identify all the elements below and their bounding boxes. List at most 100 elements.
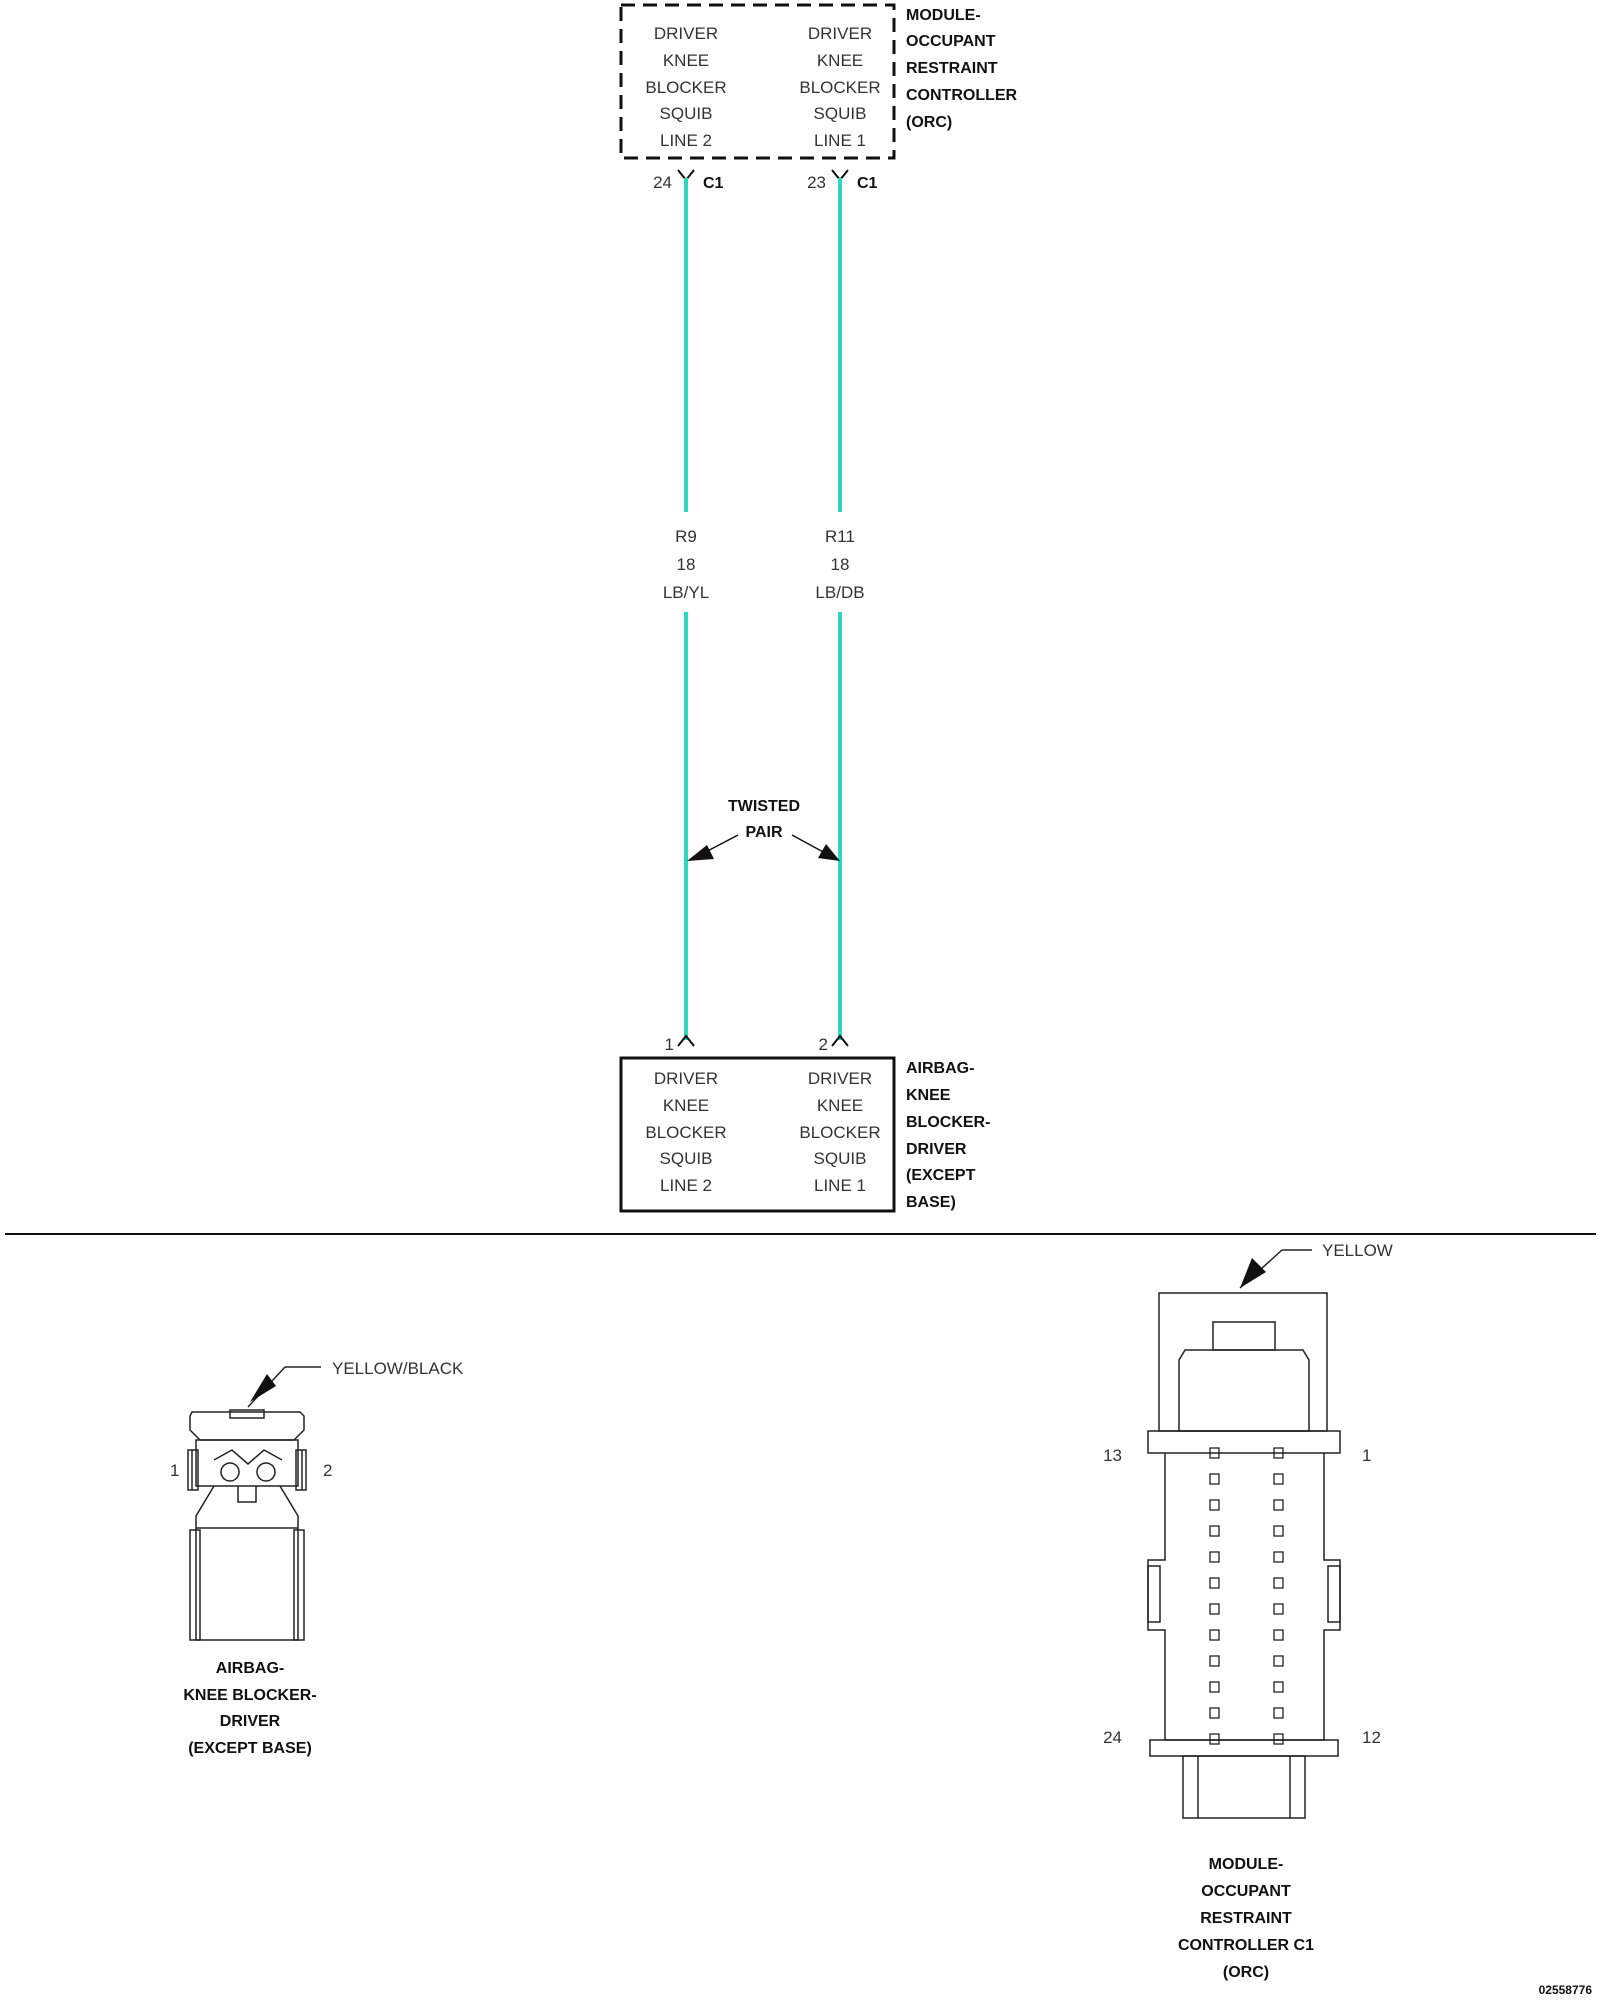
pin-cavity	[1273, 1551, 1284, 1563]
pin-cavity	[1273, 1603, 1284, 1615]
airbag-module-box	[619, 1056, 896, 1213]
svg-text:MODULE-: MODULE-	[906, 7, 981, 24]
svg-text:(ORC): (ORC)	[1223, 1964, 1269, 1981]
orc-connector-c1-right: C1	[857, 175, 878, 192]
figure-id: 02558776	[1539, 1983, 1593, 1997]
svg-text:BLOCKER: BLOCKER	[799, 1123, 880, 1142]
svg-text:DRIVER: DRIVER	[220, 1713, 281, 1730]
airbag-pin-left-label: DRIVER KNEE BLOCKER SQUIB LINE 2	[645, 1069, 726, 1195]
svg-text:DRIVER: DRIVER	[808, 1069, 872, 1088]
orc-connector-c1-left: C1	[703, 175, 724, 192]
orc-c1-connector-color: YELLOW	[1322, 1241, 1393, 1260]
svg-text:SQUIB: SQUIB	[814, 1149, 867, 1168]
svg-text:CONTROLLER: CONTROLLER	[906, 87, 1018, 104]
orc-c1-connector-drawing	[1147, 1249, 1341, 1819]
airbag-connector-drawing	[187, 1366, 321, 1641]
svg-text:TWISTED: TWISTED	[728, 798, 800, 815]
svg-text:18: 18	[831, 555, 850, 574]
svg-text:KNEE: KNEE	[817, 51, 863, 70]
svg-text:KNEE: KNEE	[817, 1096, 863, 1115]
svg-text:DRIVER: DRIVER	[654, 24, 718, 43]
svg-text:LINE 2: LINE 2	[660, 1176, 712, 1195]
svg-text:(EXCEPT BASE): (EXCEPT BASE)	[188, 1740, 312, 1757]
svg-text:(EXCEPT: (EXCEPT	[906, 1167, 976, 1184]
orc-cavity-23: 23	[807, 173, 826, 192]
pin-cavity	[1209, 1655, 1220, 1667]
svg-text:BLOCKER-: BLOCKER-	[906, 1114, 990, 1131]
airbag-connector-color: YELLOW/BLACK	[332, 1359, 464, 1378]
svg-text:KNEE: KNEE	[663, 51, 709, 70]
svg-text:RESTRAINT: RESTRAINT	[906, 60, 998, 77]
pin-cavity	[1273, 1473, 1284, 1485]
airbag-connector-pin-1: 1	[170, 1461, 179, 1480]
svg-text:(ORC): (ORC)	[906, 114, 952, 131]
svg-text:LB/YL: LB/YL	[663, 583, 709, 602]
pin-cavity	[1209, 1603, 1220, 1615]
orc-c1-pin-13: 13	[1103, 1446, 1122, 1465]
pin-cavity	[1273, 1733, 1284, 1745]
orc-c1-connector-caption: MODULE- OCCUPANT RESTRAINT CONTROLLER C1…	[1178, 1856, 1314, 1981]
pin-cavity	[1209, 1525, 1220, 1537]
airbag-connector-caption: AIRBAG- KNEE BLOCKER- DRIVER (EXCEPT BAS…	[183, 1660, 316, 1757]
pin-cavity	[1209, 1551, 1220, 1563]
svg-text:MODULE-: MODULE-	[1209, 1856, 1284, 1873]
svg-text:AIRBAG-: AIRBAG-	[906, 1060, 974, 1077]
svg-text:LINE 1: LINE 1	[814, 1176, 866, 1195]
svg-text:CONTROLLER C1: CONTROLLER C1	[1178, 1937, 1314, 1954]
svg-text:LINE 1: LINE 1	[814, 131, 866, 150]
svg-text:DRIVER: DRIVER	[906, 1141, 967, 1158]
pin-cavity	[1209, 1681, 1220, 1693]
arrow-right-icon	[818, 844, 840, 861]
orc-c1-pin-24: 24	[1103, 1728, 1122, 1747]
pin-cavity	[1209, 1499, 1220, 1511]
airbag-pin-2-connector-icon	[831, 1034, 849, 1047]
svg-text:R9: R9	[675, 527, 697, 546]
svg-text:PAIR: PAIR	[745, 824, 782, 841]
svg-text:DRIVER: DRIVER	[654, 1069, 718, 1088]
yellow-arrow-icon	[1240, 1258, 1266, 1288]
pin-cavity	[1209, 1473, 1220, 1485]
svg-text:DRIVER: DRIVER	[808, 24, 872, 43]
pin-cavity	[1273, 1525, 1284, 1537]
orc-pin-right-label: DRIVER KNEE BLOCKER SQUIB LINE 1	[799, 24, 880, 150]
svg-text:KNEE BLOCKER-: KNEE BLOCKER-	[183, 1687, 316, 1704]
svg-text:LB/DB: LB/DB	[815, 583, 864, 602]
twisted-pair-callout: TWISTED PAIR	[687, 798, 840, 861]
orc-module-box	[619, 3, 896, 160]
airbag-cavity-1: 1	[665, 1035, 674, 1054]
pin-cavity	[1273, 1577, 1284, 1589]
svg-text:AIRBAG-: AIRBAG-	[216, 1660, 284, 1677]
pin-cavity	[1273, 1447, 1284, 1459]
orc-pin-left-label: DRIVER KNEE BLOCKER SQUIB LINE 2	[645, 24, 726, 150]
svg-text:BLOCKER: BLOCKER	[645, 1123, 726, 1142]
orc-c1-pin-1: 1	[1362, 1446, 1371, 1465]
pin-cavity	[1273, 1707, 1284, 1719]
pin-cavity	[1209, 1707, 1220, 1719]
orc-cavity-24: 24	[653, 173, 672, 192]
pin-cavity	[1209, 1447, 1220, 1459]
yellow-black-arrow-icon	[250, 1374, 276, 1402]
svg-text:SQUIB: SQUIB	[660, 1149, 713, 1168]
svg-text:SQUIB: SQUIB	[660, 104, 713, 123]
airbag-connector-pin-2: 2	[323, 1461, 332, 1480]
pin-cavity	[1273, 1629, 1284, 1641]
svg-text:RESTRAINT: RESTRAINT	[1200, 1910, 1292, 1927]
orc-module-name: MODULE- OCCUPANT RESTRAINT CONTROLLER (O…	[906, 7, 1018, 131]
svg-text:OCCUPANT: OCCUPANT	[906, 33, 996, 50]
svg-text:LINE 2: LINE 2	[660, 131, 712, 150]
airbag-cavity-2: 2	[819, 1035, 828, 1054]
orc-c1-pin-12: 12	[1362, 1728, 1381, 1747]
svg-text:SQUIB: SQUIB	[814, 104, 867, 123]
svg-text:KNEE: KNEE	[906, 1087, 951, 1104]
airbag-pin-right-label: DRIVER KNEE BLOCKER SQUIB LINE 1	[799, 1069, 880, 1195]
pin-cavity	[1209, 1733, 1220, 1745]
airbag-module-name: AIRBAG- KNEE BLOCKER- DRIVER (EXCEPT BAS…	[906, 1060, 990, 1211]
svg-text:18: 18	[677, 555, 696, 574]
svg-text:OCCUPANT: OCCUPANT	[1201, 1883, 1291, 1900]
svg-text:BASE): BASE)	[906, 1194, 956, 1211]
airbag-pin-1-connector-icon	[677, 1034, 695, 1047]
svg-text:R11: R11	[825, 527, 855, 546]
pin-cavity	[1209, 1629, 1220, 1641]
pin-cavity	[1273, 1681, 1284, 1693]
